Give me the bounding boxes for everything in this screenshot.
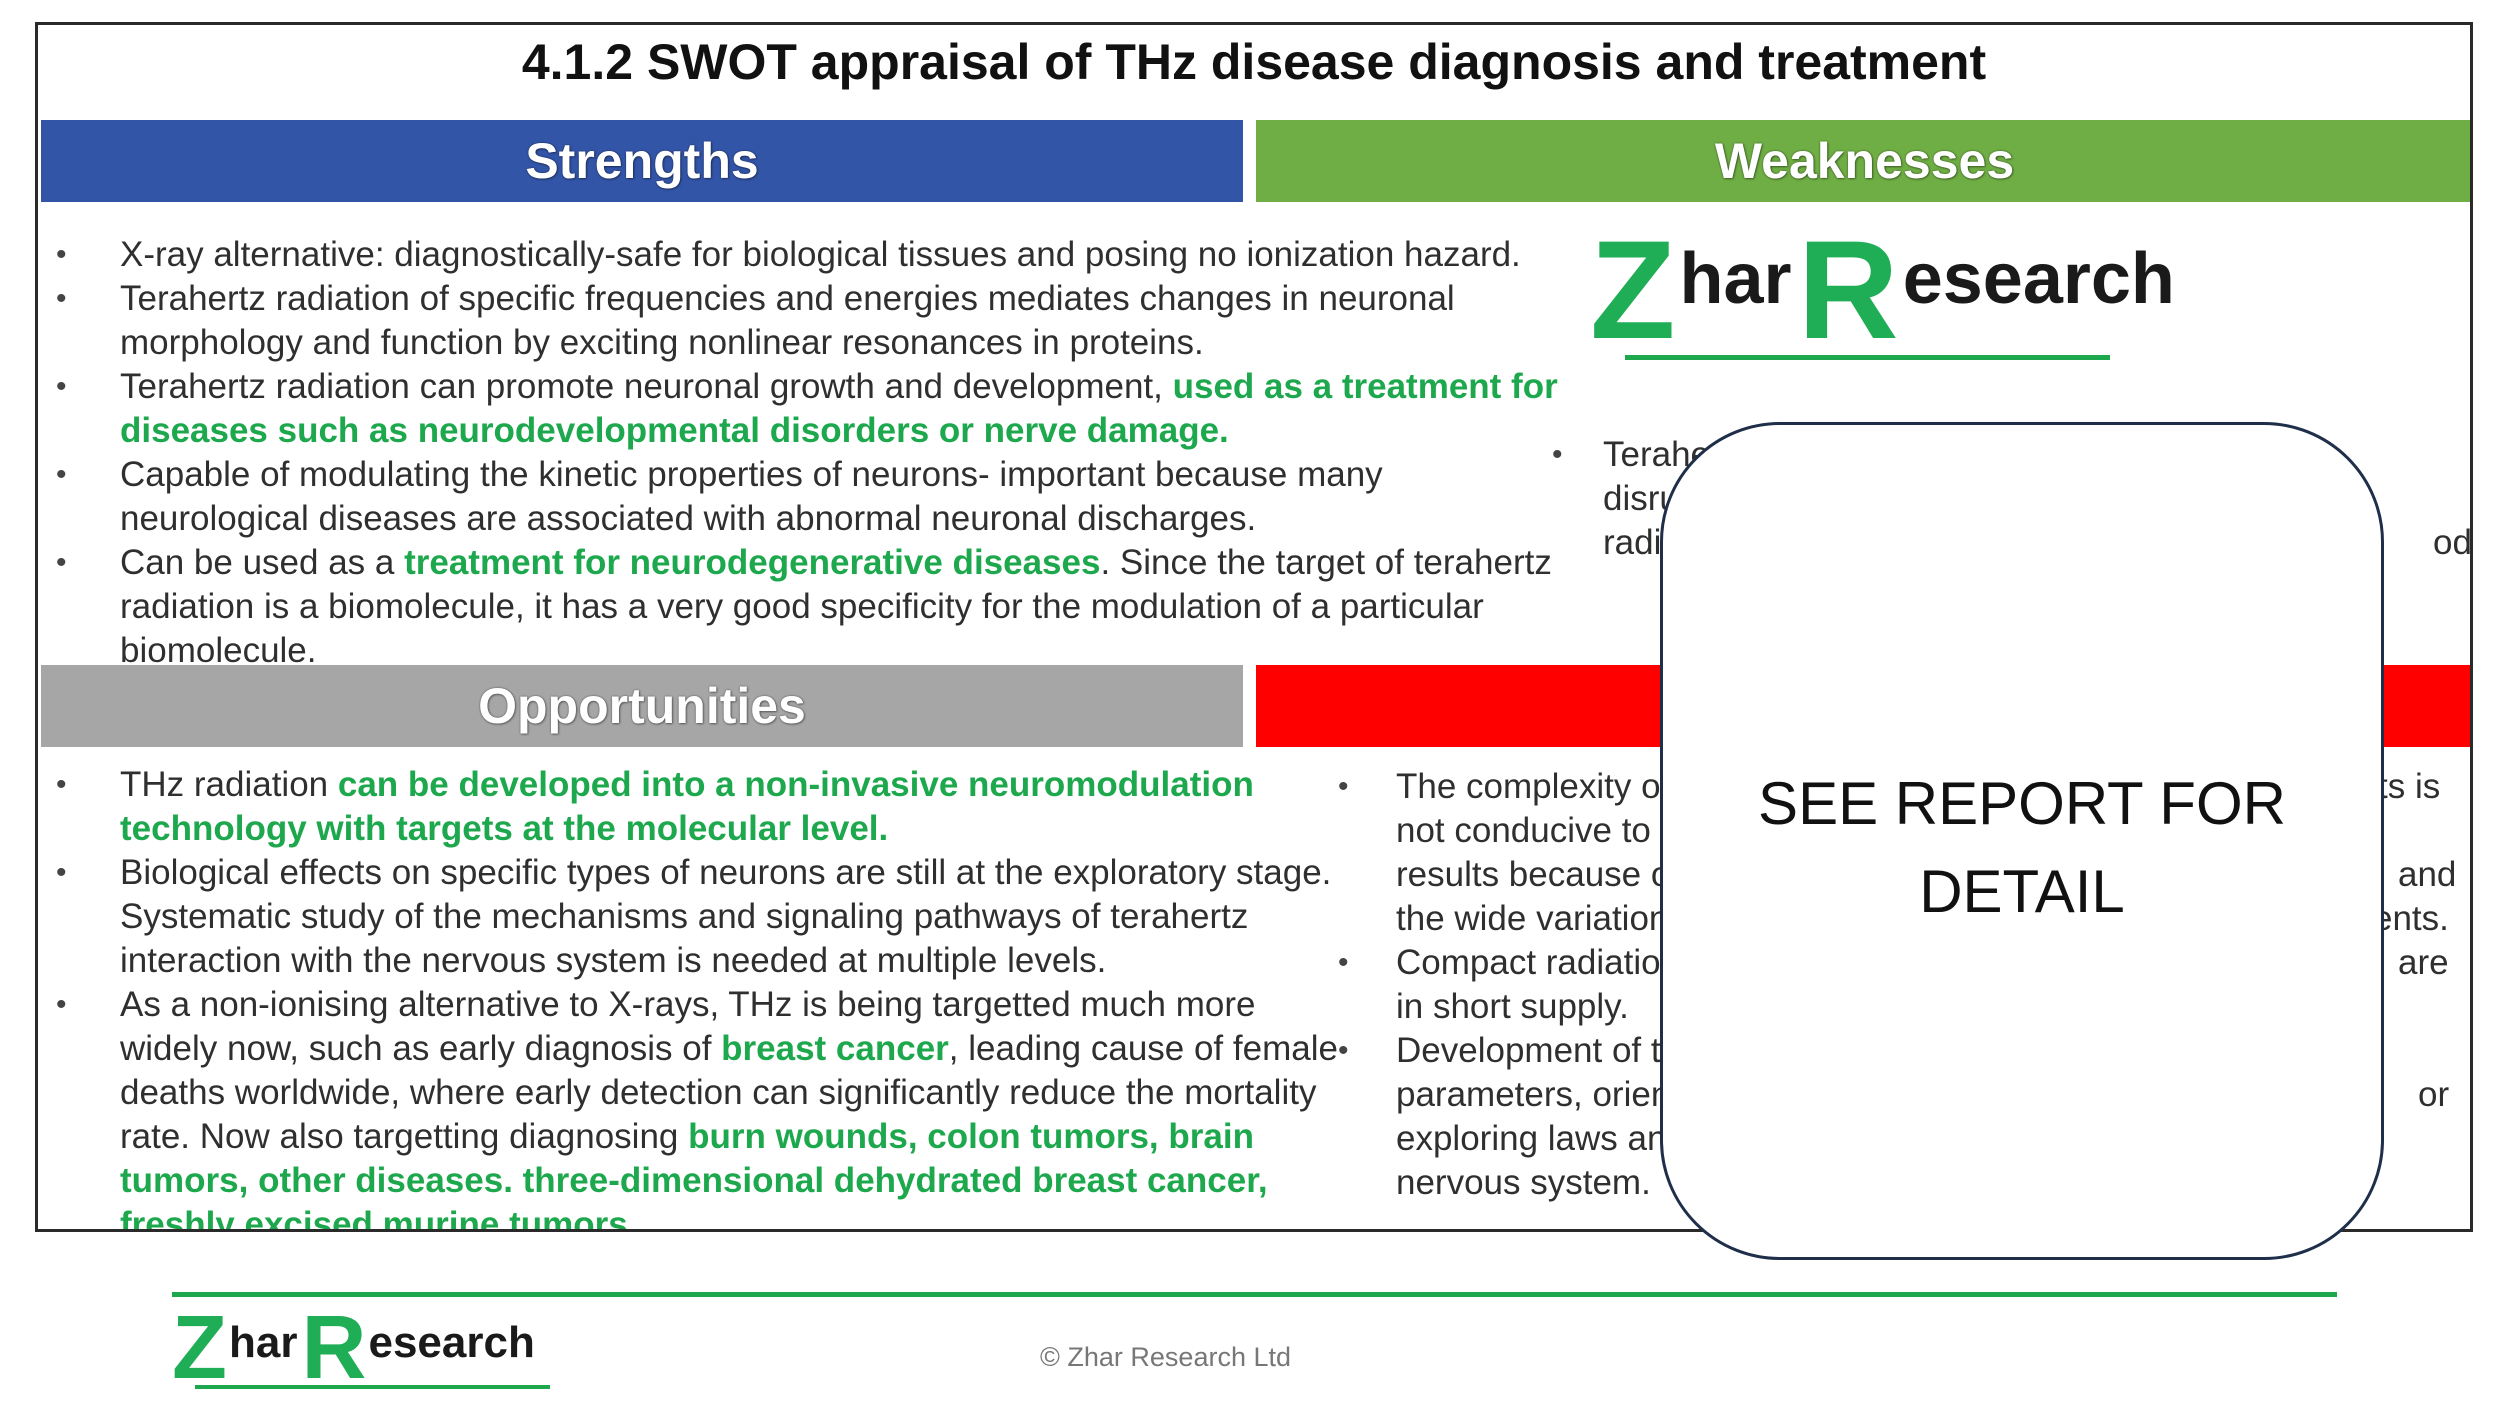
list-item: •X-ray alternative: diagnostically-safe … bbox=[43, 233, 1603, 277]
list-item: •Biological effects on specific types of… bbox=[56, 853, 1332, 980]
bullet-icon: • bbox=[1338, 770, 1349, 803]
threat-tail: are bbox=[2398, 943, 2449, 982]
copyright-notice: © Zhar Research Ltd bbox=[1040, 1342, 1292, 1372]
logo-underline bbox=[1625, 355, 2110, 360]
bullet-icon: • bbox=[56, 856, 67, 889]
strengths-header: Strengths bbox=[41, 120, 1243, 202]
opportunities-header: Opportunities bbox=[41, 665, 1243, 747]
list-item: •Can be used as a treatment for neurodeg… bbox=[56, 543, 1552, 670]
bullet-icon: • bbox=[56, 458, 67, 491]
list-item: •Capable of modulating the kinetic prope… bbox=[56, 455, 1383, 538]
footer-divider bbox=[172, 1292, 2337, 1297]
opportunities-list: •THz radiation can be developed into a n… bbox=[43, 763, 1343, 1232]
list-item: •As a non-ionising alternative to X-rays… bbox=[56, 985, 1338, 1232]
list-item: •THz radiation can be developed into a n… bbox=[56, 765, 1254, 848]
list-item: •Terahertz radiation can promote neurona… bbox=[56, 367, 1558, 450]
threat-tail: or bbox=[2418, 1075, 2450, 1114]
threat-tail: ents. bbox=[2373, 899, 2449, 938]
strengths-list: •X-ray alternative: diagnostically-safe … bbox=[43, 233, 1603, 673]
footer-logo-underline bbox=[195, 1385, 550, 1389]
see-report-message: SEE REPORT FOR DETAIL bbox=[1758, 770, 2286, 925]
bullet-icon: • bbox=[1338, 946, 1349, 979]
bullet-icon: • bbox=[56, 282, 67, 315]
slide-title: 4.1.2 SWOT appraisal of THz disease diag… bbox=[521, 34, 1987, 90]
bullet-icon: • bbox=[56, 988, 67, 1021]
bullet-icon: • bbox=[56, 546, 67, 579]
list-item: •Terahertz radiation of specific frequen… bbox=[56, 279, 1455, 362]
bullet-icon: • bbox=[56, 238, 67, 271]
threat-tail: ts is bbox=[2378, 767, 2441, 806]
bullet-icon: • bbox=[1552, 438, 1563, 471]
see-report-overlay: SEE REPORT FOR DETAIL bbox=[1660, 422, 2384, 1260]
weaknesses-header: Weaknesses bbox=[1256, 120, 2470, 202]
bullet-icon: • bbox=[56, 370, 67, 403]
bullet-icon: • bbox=[56, 768, 67, 801]
bullet-icon: • bbox=[1338, 1034, 1349, 1067]
threat-tail: and bbox=[2398, 855, 2457, 894]
